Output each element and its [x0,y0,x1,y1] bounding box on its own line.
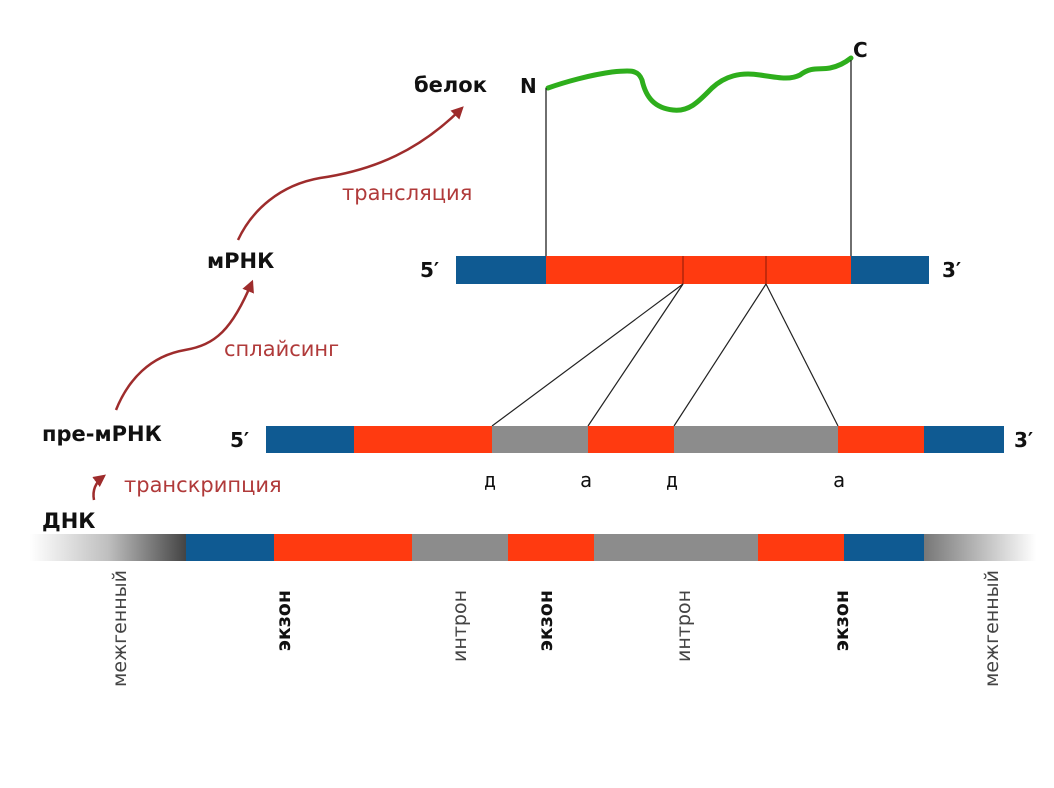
dna-exon-3 [758,534,844,561]
mrna-3-prime-label: 3′ [942,258,961,282]
process-label-splicing: сплайсинг [224,337,339,361]
process-arrows [92,106,464,501]
pre-mrna-exon-3 [838,426,924,453]
protein-n-terminus: N [520,74,537,98]
splice-connectors [491,283,839,427]
protein-chain: N C [520,38,868,113]
pre-mrna-utr-5 [266,426,354,453]
region-label-intron: интрон [673,590,695,662]
arrow-splicing [114,279,254,411]
region-label-exon: экзон [273,590,295,651]
pre-mrna-intron-1 [492,426,588,453]
dna-strand [30,534,1036,561]
pre-mrna-5-prime-label: 5′ [230,428,249,452]
region-label-intergenic: межгенный [981,570,1003,687]
mrna-utr-3 [851,256,929,284]
stage-label-mrna: мРНК [207,249,274,273]
splice-site-donor: д [484,468,496,492]
splice-site-donor: д [666,468,678,492]
region-label-exon: экзон [831,590,853,651]
process-label-transcription: транскрипция [124,473,282,497]
splice-site-labels: д а д а [484,468,845,492]
process-label-translation: трансляция [342,181,472,205]
region-label-intron: интрон [449,590,471,662]
pre-mrna-exon-2 [588,426,674,453]
pre-mrna-3-prime-label: 3′ [1014,428,1033,452]
mrna-5-prime-label: 5′ [420,258,439,282]
region-label-exon: экзон [535,590,557,651]
mrna-exon-3 [766,256,851,284]
protein-c-terminus: C [853,38,868,62]
mrna-utr-5 [456,256,546,284]
splice-line [673,283,767,427]
pre-mrna-exon-1 [354,426,492,453]
splice-site-acceptor: а [580,468,592,492]
pre-mrna-utr-3 [924,426,1004,453]
stage-label-pre-mrna: пре-мРНК [42,422,162,446]
mrna-exon-1 [546,256,683,284]
stage-label-dna: ДНК [42,509,95,533]
protein-chain-line [545,55,854,113]
dna-utr-5 [186,534,274,561]
arrow-transcription [92,474,106,501]
mrna-exon-2 [683,256,766,284]
region-labels: межгенный экзон интрон экзон интрон экзо… [109,570,1003,687]
dna-intergenic-right [924,534,1036,561]
stage-label-protein: белок [414,73,487,97]
dna-exon-2 [508,534,594,561]
dna-utr-3 [844,534,924,561]
arrow-translation [236,106,464,241]
mrna-strand: 5′ 3′ [420,256,961,284]
splice-line [491,283,684,427]
pre-mrna-intron-2 [674,426,838,453]
splice-site-acceptor: а [833,468,845,492]
dna-exon-1 [274,534,412,561]
dna-intron-1 [412,534,508,561]
splice-line [587,283,684,427]
dna-intron-2 [594,534,758,561]
splice-line [765,283,839,427]
region-label-intergenic: межгенный [109,570,131,687]
pre-mrna-strand: 5′ 3′ [230,426,1033,453]
dna-intergenic-left [30,534,186,561]
